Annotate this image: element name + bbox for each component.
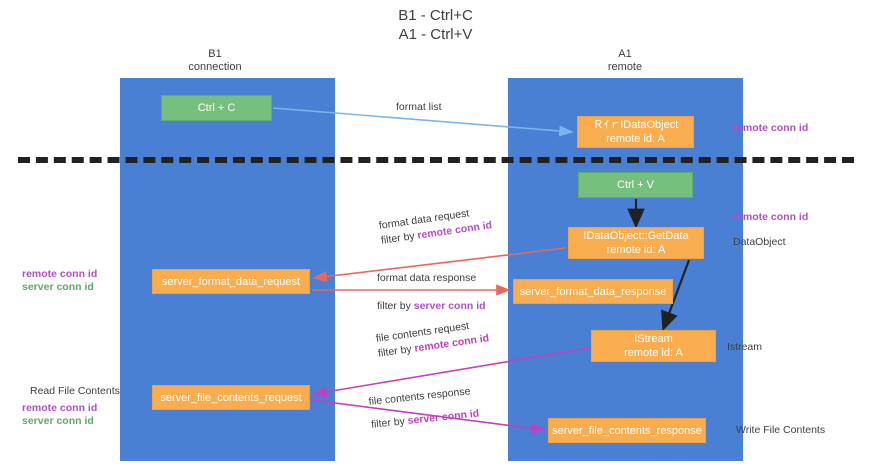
annotation-remote-conn-id-top: remote conn id	[733, 122, 809, 134]
annotation-read-file-contents: Read File Contents	[30, 385, 120, 397]
node-server-file-contents-request[interactable]: server_file_contents_request	[152, 385, 310, 410]
node-server-format-data-response[interactable]: server_format_data_response	[513, 279, 673, 304]
node-server-file-contents-response[interactable]: server_file_contents_response	[548, 418, 706, 443]
annotation-remote-conn-id-mid: remote conn id	[733, 211, 809, 223]
phase-divider	[18, 157, 854, 163]
edge-label-file-contents-response: file contents response filter by server …	[368, 384, 480, 433]
annotation-istream: Istream	[727, 341, 763, 353]
edge-label-format-list-text: format list	[396, 101, 442, 113]
node-idataobject-getdata[interactable]: IDataObject::GetData remote id: A	[568, 227, 704, 259]
edge-label-file-contents-request: file contents request filter by remote c…	[375, 316, 490, 361]
node-ctrl-c[interactable]: Ctrl + C	[161, 95, 272, 121]
annotation-left-remote-conn-id-mid: remote conn id	[22, 268, 98, 280]
filter-prefix: filter by	[380, 229, 419, 247]
edge-label-file-contents-response-line2: filter by server conn id	[370, 407, 480, 433]
node-register-idataobject[interactable]: ＲｲｒIDataObject remote id: A	[577, 116, 694, 148]
lane-header-b1: B1 connection	[188, 48, 242, 73]
annotation-write-file-contents: Write File Contents	[736, 424, 826, 436]
edge-label-format-data-request: format data request filter by remote con…	[378, 203, 493, 248]
filter-prefix: filter by	[370, 415, 409, 431]
annotation-left-server-conn-id-mid: server conn id	[22, 281, 94, 293]
node-istream[interactable]: IStream remote id: A	[591, 330, 716, 362]
lane-header-a1: A1 remote	[607, 48, 643, 73]
node-ctrl-v[interactable]: Ctrl + V	[578, 172, 693, 198]
edge-label-format-data-response: format data response filter by server co…	[377, 271, 486, 314]
annotation-left-remote-conn-id-bottom: remote conn id	[22, 402, 98, 414]
annotation-dataobject: DataObject	[733, 236, 786, 248]
edge-label-file-contents-response-line1: file contents response	[368, 385, 471, 408]
filter-key-server-conn-id: server conn id	[413, 300, 486, 312]
edge-label-format-data-response-line1: format data response	[377, 272, 477, 284]
filter-key-server-conn-id: server conn id	[407, 407, 480, 427]
node-server-format-data-request[interactable]: server_format_data_request	[152, 269, 310, 294]
filter-prefix: filter by	[377, 342, 416, 360]
filter-prefix: filter by	[377, 300, 414, 312]
edge-label-format-data-response-line2: filter by server conn id	[377, 299, 486, 314]
page-title: B1 - Ctrl+C A1 - Ctrl+V	[398, 7, 473, 43]
edge-label-format-list: format list	[396, 100, 442, 115]
annotation-left-server-conn-id-bottom: server conn id	[22, 415, 94, 427]
